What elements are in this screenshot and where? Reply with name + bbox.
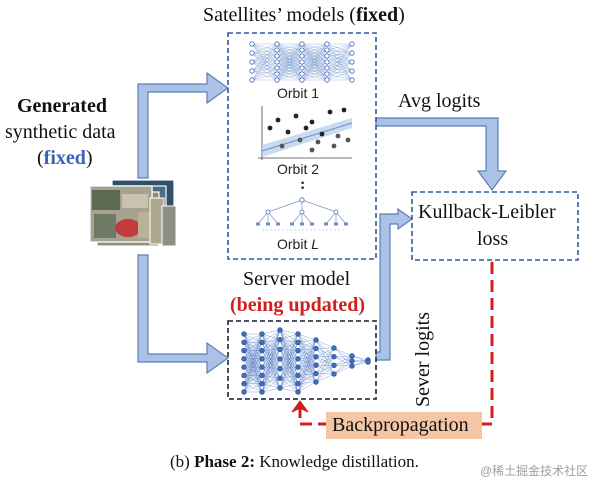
caption-bold: Phase 2: xyxy=(194,452,255,471)
generated-close: ) xyxy=(86,147,93,169)
orbit2-label: Orbit 2 xyxy=(277,161,319,177)
avg-logits-label: Avg logits xyxy=(398,90,480,113)
arrow-server-logits xyxy=(376,209,412,360)
sever-logits-label: Sever logits xyxy=(412,312,435,407)
generated-line2: synthetic data xyxy=(5,121,116,144)
kl-loss-line1: Kullback-Leibler xyxy=(418,201,556,224)
satellites-title-prefix: Satellites’ models ( xyxy=(203,4,356,26)
orbitL-tree-icon xyxy=(256,198,348,230)
figure-caption: (b) Phase 2: Knowledge distillation. xyxy=(170,452,419,472)
orbit-ellipsis: : xyxy=(300,176,305,194)
server-network-icon xyxy=(242,328,371,395)
orbit1-label: Orbit 1 xyxy=(277,85,319,101)
generated-bold: Generated xyxy=(17,95,107,118)
orbitL-var: L xyxy=(311,236,319,252)
arrow-avg-logits xyxy=(376,118,506,190)
orbitL-label: Orbit L xyxy=(277,236,319,252)
arrow-data-to-server xyxy=(138,255,228,373)
watermark: @稀土掘金技术社区 xyxy=(480,462,588,479)
orbit1-network-icon xyxy=(250,42,354,82)
caption-prefix: (b) xyxy=(170,452,194,471)
generated-fixed-line: (fixed) xyxy=(37,147,93,170)
orbitL-prefix: Orbit xyxy=(277,236,311,252)
arrow-data-to-satellites xyxy=(138,73,228,178)
being-updated-label: (being updated) xyxy=(230,294,365,317)
synthetic-images-stack xyxy=(90,180,176,246)
satellites-title-fixed: fixed xyxy=(356,4,398,26)
caption-rest: Knowledge distillation. xyxy=(255,452,419,471)
generated-fixed: fixed xyxy=(44,147,86,169)
backpropagation-label: Backpropagation xyxy=(332,414,469,437)
generated-open: ( xyxy=(37,147,44,169)
satellites-title: Satellites’ models (fixed) xyxy=(203,4,405,27)
kl-loss-line2: loss xyxy=(477,228,508,251)
orbit2-scatter-icon xyxy=(258,106,352,160)
server-model-label: Server model xyxy=(243,268,350,291)
satellites-title-suffix: ) xyxy=(398,4,405,26)
